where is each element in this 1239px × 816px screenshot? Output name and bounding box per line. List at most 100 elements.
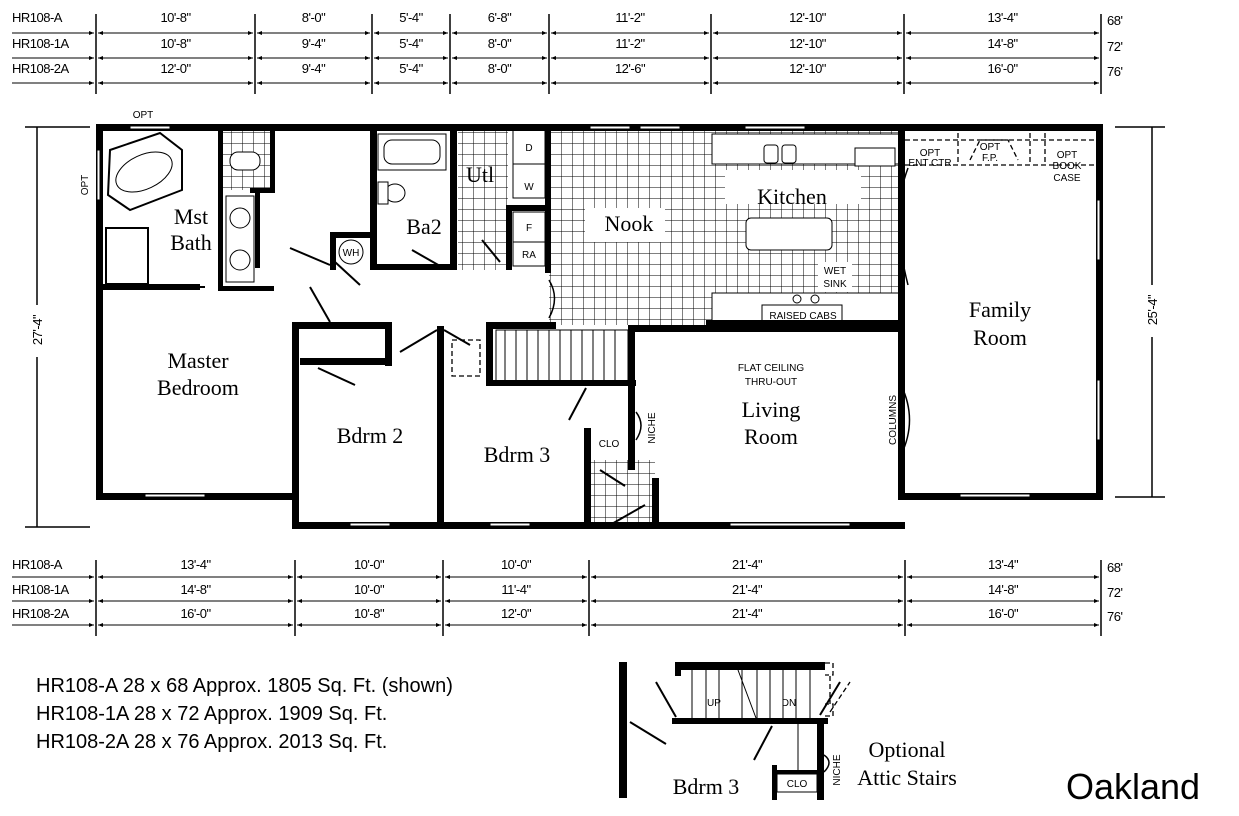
utility-tile <box>458 130 508 270</box>
kitchen-island <box>745 217 833 251</box>
dimension-segment-label: 10'-0" <box>354 557 385 572</box>
kitchen-fixtures <box>585 133 901 326</box>
ba2-label: Ba2 <box>406 214 441 239</box>
dimension-segment-label: 14'-8" <box>180 582 211 597</box>
model-summary-1: HR108-A 28 x 68 Approx. 1805 Sq. Ft. (sh… <box>36 675 453 697</box>
inset-dn-label: DN <box>782 698 796 709</box>
dimension-segment-label: 12'-0" <box>501 606 532 621</box>
dimension-total-label: 68' <box>1107 560 1122 575</box>
right-side-dimension: 25'-4" <box>1115 126 1165 498</box>
inset-caption-1: Optional <box>869 737 946 762</box>
dimension-model-label: HR108-A <box>12 10 63 25</box>
dimension-total-label: 72' <box>1107 585 1122 600</box>
dimension-segment-label: 14'-8" <box>988 582 1019 597</box>
freezer-label: F <box>526 223 532 234</box>
mst-bath-label-1: Mst <box>174 204 208 229</box>
dimension-model-label: HR108-1A <box>12 36 70 51</box>
dimension-segment-label: 16'-0" <box>180 606 211 621</box>
opt-ent-ctr-label-2: ENT CTR <box>908 158 951 169</box>
dimension-segment-label: 21'-4" <box>732 582 763 597</box>
dimension-segment-label: 8'-0" <box>488 36 512 51</box>
dimension-model-label: HR108-2A <box>12 606 70 621</box>
opt-ent-ctr-label-1: OPT <box>920 148 941 159</box>
master-bedroom-label-1: Master <box>167 348 229 373</box>
utility-label: Utl <box>466 162 494 187</box>
niche-label: NICHE <box>647 412 658 443</box>
model-summary-2: HR108-1A 28 x 72 Approx. 1909 Sq. Ft. <box>36 703 387 725</box>
attic-stairs-inset: UP DN NICHE CLO Bdrm 3 Optional Attic St… <box>619 662 957 800</box>
dimension-segment-label: 6'-8" <box>488 10 512 25</box>
inset-caption-2: Attic Stairs <box>857 765 957 790</box>
dimension-model-label: HR108-A <box>12 557 63 572</box>
mst-bath-label-2: Bath <box>170 230 212 255</box>
dimension-segment-label: 5'-4" <box>399 36 423 51</box>
dimension-total-label: 68' <box>1107 13 1122 28</box>
dimension-total-label: 76' <box>1107 609 1122 624</box>
washer-label: W <box>524 182 534 193</box>
dimension-segment-label: 11'-2" <box>615 10 645 25</box>
master-bedroom-label-2: Bedroom <box>157 375 239 400</box>
dimension-segment-label: 5'-4" <box>399 61 423 76</box>
family-room-label-2: Room <box>973 325 1027 350</box>
inset-bdrm3-label: Bdrm 3 <box>673 774 740 799</box>
bath-fixtures <box>105 129 546 285</box>
ra-label: RA <box>522 250 536 261</box>
columns-label: COLUMNS <box>888 395 899 445</box>
dimension-segment-label: 8'-0" <box>302 10 326 25</box>
closet-label: CLO <box>599 439 620 450</box>
dimension-total-label: 72' <box>1107 39 1122 54</box>
dimension-model-label: HR108-1A <box>12 582 70 597</box>
water-heater-label: WH <box>343 248 360 259</box>
dimension-segment-label: 12'-6" <box>615 61 646 76</box>
windows <box>96 125 1101 527</box>
dimension-segment-label: 12'-0" <box>160 61 191 76</box>
flat-ceiling-label-2: THRU-OUT <box>745 377 797 388</box>
flat-ceiling-label-1: FLAT CEILING <box>738 363 805 374</box>
family-room-arch <box>898 167 909 286</box>
doors <box>180 239 646 526</box>
bdrm2-label: Bdrm 2 <box>337 423 404 448</box>
dimension-segment-label: 12'-10" <box>789 10 827 25</box>
dimension-segment-label: 9'-4" <box>302 36 326 51</box>
dryer-label: D <box>525 143 532 154</box>
dimension-total-label: 76' <box>1107 64 1122 79</box>
top-dimension-rows: HR108-A 10'-8" 8'-0" 5'-4" 6'-8" 11'-2" 12'-10… <box>12 10 1123 94</box>
dimension-segment-label: 14'-8" <box>987 36 1018 51</box>
dimension-segment-label: 10'-8" <box>354 606 385 621</box>
raised-cabs-label: RAISED CABS <box>769 311 837 322</box>
dimension-segment-label: 11'-4" <box>501 582 531 597</box>
dimension-segment-label: 10'-0" <box>354 582 385 597</box>
inset-up-label: UP <box>707 698 721 709</box>
dimension-segment-label: 10'-0" <box>501 557 532 572</box>
dimension-model-label: HR108-2A <box>12 61 70 76</box>
kitchen-label: Kitchen <box>757 184 827 209</box>
left-side-dimension: 27'-4" <box>25 126 90 528</box>
opt-book-case-label-1: OPT <box>1057 150 1078 161</box>
dimension-segment-label: 16'-0" <box>987 61 1018 76</box>
niche-arch <box>635 411 642 441</box>
columns-arch <box>900 384 911 456</box>
opt-book-case-label-3: CASE <box>1053 173 1081 184</box>
optional-built-ins <box>905 133 1095 166</box>
dimension-segment-label: 9'-4" <box>302 61 326 76</box>
dimension-segment-label: 21'-4" <box>732 606 763 621</box>
right-dimension-label: 25'-4" <box>1145 294 1160 325</box>
plan-name: Oakland <box>1066 766 1200 807</box>
opt-fp-label-2: F.P. <box>982 153 998 164</box>
bdrm3-label: Bdrm 3 <box>484 442 551 467</box>
dimension-segment-label: 5'-4" <box>399 10 423 25</box>
dimension-segment-label: 12'-10" <box>789 61 827 76</box>
family-room-label-1: Family <box>969 297 1031 322</box>
wet-sink-label-2: SINK <box>823 279 847 290</box>
opt-window-label: OPT <box>133 110 154 121</box>
model-summary-3: HR108-2A 28 x 76 Approx. 2013 Sq. Ft. <box>36 731 387 753</box>
dimension-segment-label: 10'-8" <box>160 10 191 25</box>
staircase <box>451 329 629 383</box>
dimension-segment-label: 12'-10" <box>789 36 827 51</box>
nook-label: Nook <box>605 211 654 236</box>
living-room-label-2: Room <box>744 424 798 449</box>
opt-fp-label-1: OPT <box>980 142 1001 153</box>
dimension-segment-label: 13'-4" <box>180 557 211 572</box>
